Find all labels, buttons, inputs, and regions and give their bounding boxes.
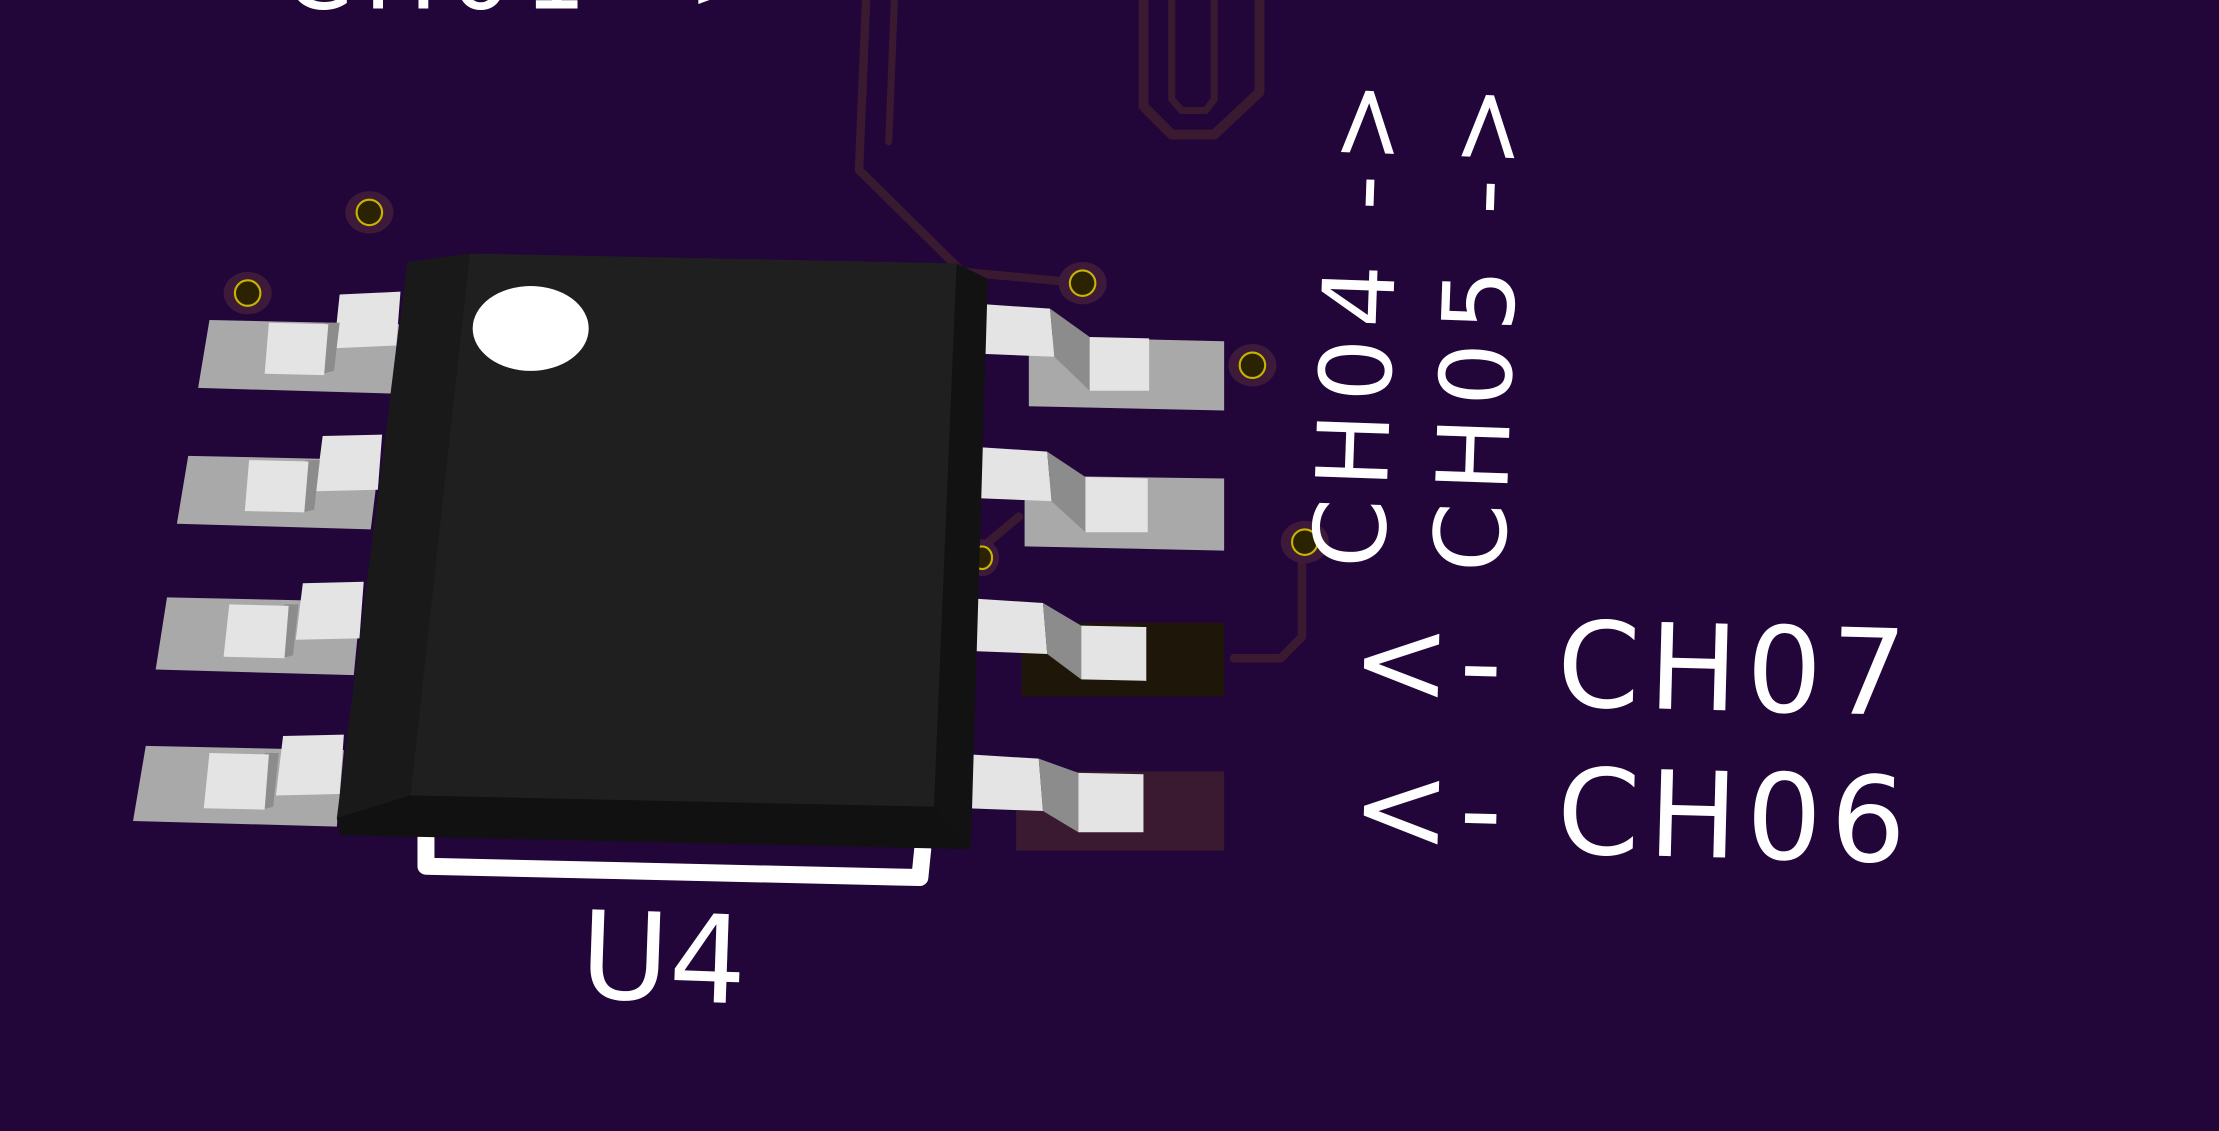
- label-ch04: CH04 ->: [1293, 67, 1425, 570]
- ic-bottom-side: [336, 795, 971, 850]
- left-pins: [133, 291, 401, 827]
- via: [1280, 520, 1329, 564]
- via: [1228, 344, 1277, 387]
- pin-4: [133, 734, 344, 827]
- ic-body-u4[interactable]: [336, 253, 988, 850]
- via: [223, 271, 272, 315]
- pin-1: [198, 291, 401, 394]
- ic-left-side: [336, 253, 470, 819]
- ic-right-side: [934, 263, 988, 850]
- silkscreen-outline: [417, 829, 932, 887]
- label-top-partial: CH01 ->: [283, 0, 782, 33]
- pin-6: [973, 598, 1147, 681]
- label-ch06: <- CH06: [1350, 739, 1917, 892]
- right-pins: [966, 304, 1225, 833]
- pin-8: [983, 304, 1225, 411]
- via: [345, 191, 394, 234]
- label-ch07: <- CH07: [1350, 592, 1917, 745]
- component-reference: U4: [578, 885, 749, 1033]
- pin-2: [176, 434, 383, 530]
- pin-5: [966, 754, 1144, 833]
- ic-top-face: [410, 253, 957, 807]
- via: [1058, 261, 1107, 305]
- pin1-marker: [472, 286, 589, 371]
- pin-3: [155, 581, 364, 676]
- label-ch05: CH05 ->: [1413, 71, 1545, 574]
- vias: [223, 191, 1329, 577]
- pin-7: [979, 447, 1225, 551]
